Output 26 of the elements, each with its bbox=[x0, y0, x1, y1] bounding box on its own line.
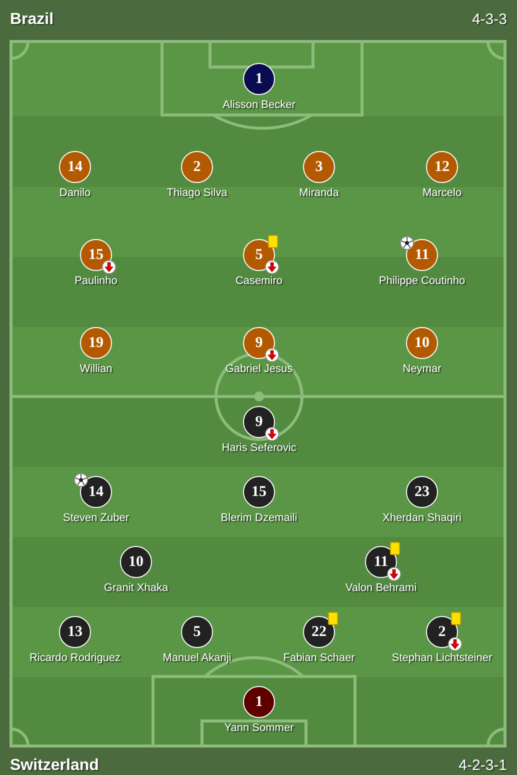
formation-label: 4-3-3 bbox=[472, 11, 507, 29]
player-name: Fabian Schaer bbox=[283, 652, 355, 665]
player-name: Gabriel Jesus bbox=[225, 363, 293, 376]
player-name: Valon Behrami bbox=[345, 582, 417, 595]
team-name: Switzerland bbox=[10, 757, 99, 775]
player-name: Neymar bbox=[402, 363, 442, 376]
player-name: Marcelo bbox=[422, 187, 462, 200]
player-name: Yann Sommer bbox=[224, 722, 294, 735]
player-name: Steven Zuber bbox=[62, 512, 130, 525]
player-name: Danilo bbox=[59, 187, 91, 200]
formation-label: 4-2-3-1 bbox=[458, 757, 507, 775]
player-name: Manuel Akanji bbox=[162, 652, 232, 665]
player-name: Stephan Lichtsteiner bbox=[392, 652, 492, 665]
team-name: Brazil bbox=[10, 11, 54, 29]
player-name: Paulinho bbox=[74, 275, 118, 288]
player-name: Alisson Becker bbox=[222, 99, 296, 112]
player-name: Thiago Silva bbox=[166, 187, 228, 200]
player-name: Philippe Coutinho bbox=[378, 275, 466, 288]
player-name: Granit Xhaka bbox=[104, 582, 168, 595]
player-name: Casemiro bbox=[235, 275, 283, 288]
player-name: Haris Seferovic bbox=[222, 442, 296, 455]
player-name: Blerim Dzemaili bbox=[220, 512, 298, 525]
player-name: Ricardo Rodriguez bbox=[29, 652, 121, 665]
player-name: Willian bbox=[80, 363, 112, 376]
player-name: Miranda bbox=[299, 187, 339, 200]
player-name: Xherdan Shaqiri bbox=[382, 512, 462, 525]
